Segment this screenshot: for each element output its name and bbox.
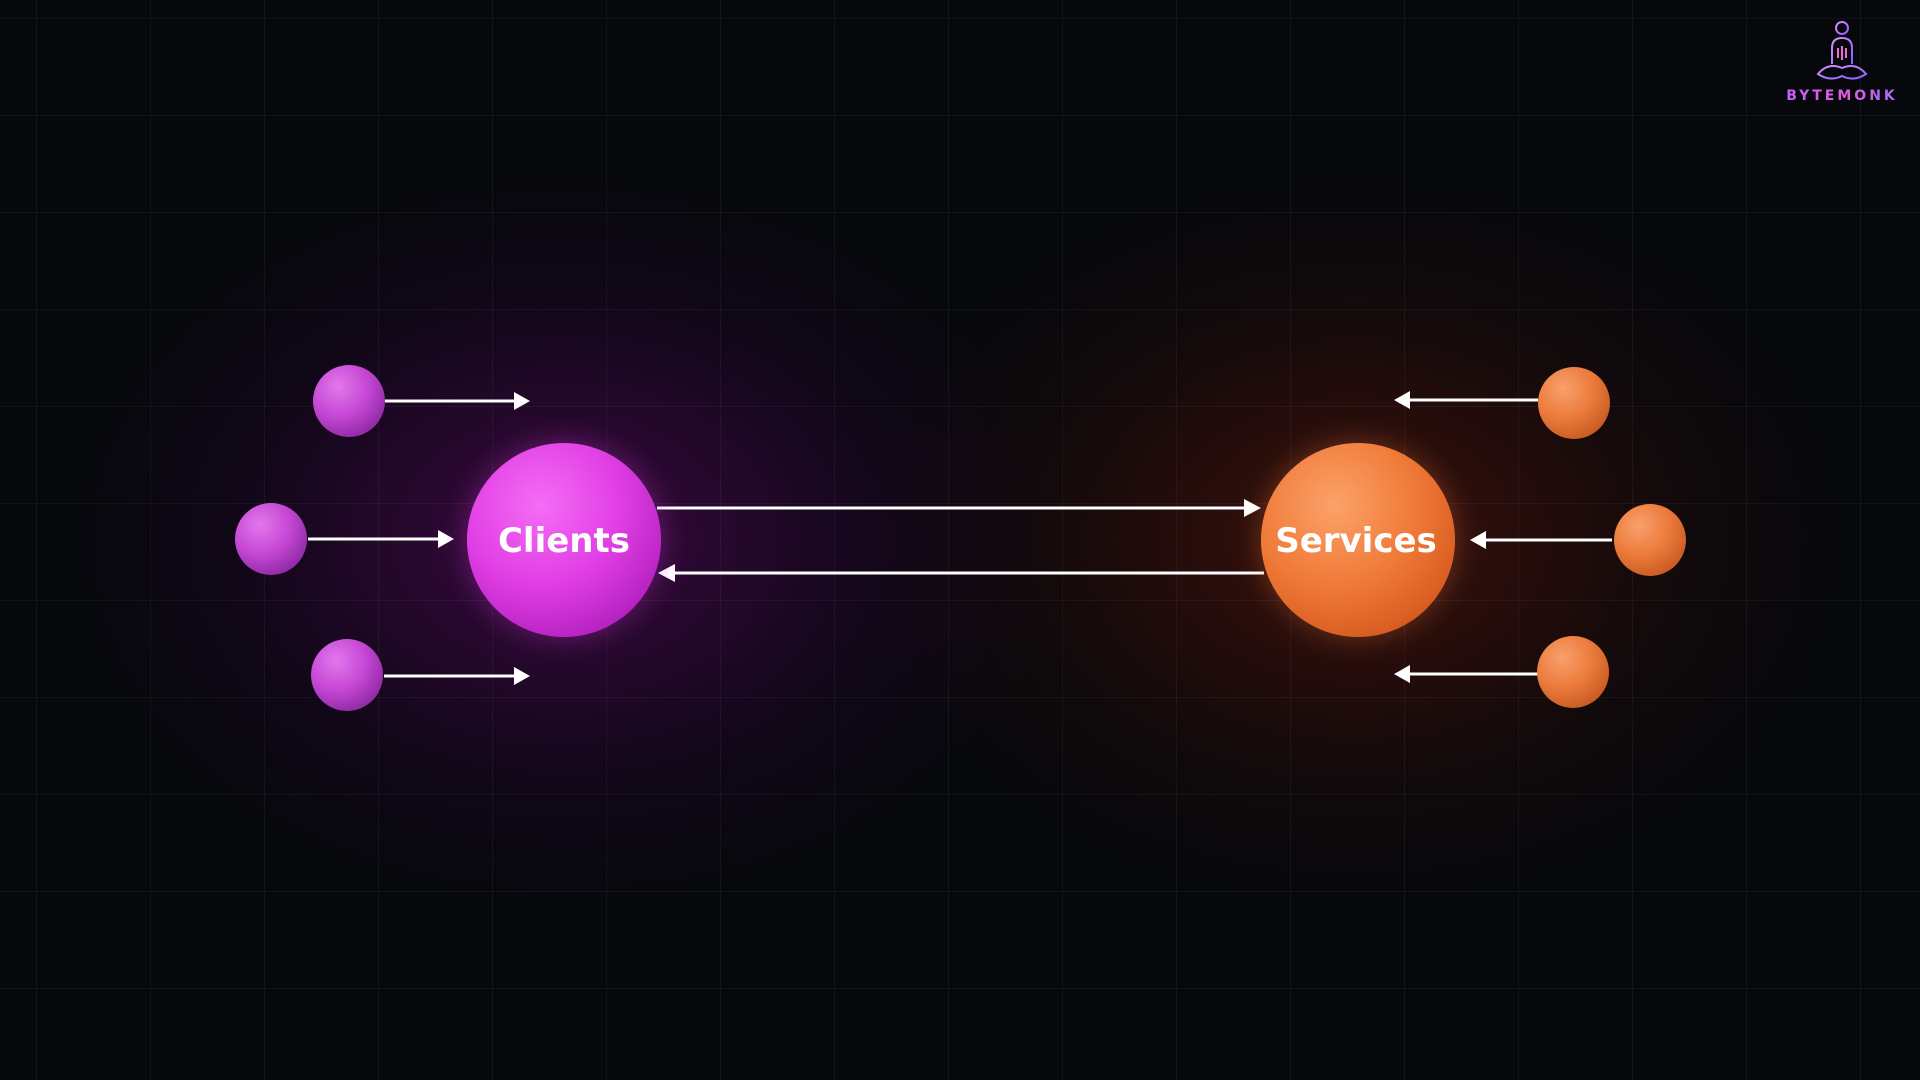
services-label: Services [1275,521,1437,561]
client-feeder-arrow-bottom [384,667,530,685]
clients-label: Clients [498,521,630,561]
request-arrow [657,499,1261,517]
service-node-top [1538,367,1610,439]
client-node-middle [235,503,307,575]
client-node-bottom [311,639,383,711]
clients-node: Clients [467,443,661,637]
service-node-bottom [1537,636,1609,708]
service-feeder-arrow-top [1394,391,1538,409]
service-feeder-arrow-bottom [1394,665,1538,683]
bytemonk-logo: BYTEMONK [1780,18,1904,110]
service-feeder-arrow-middle [1470,531,1612,549]
logo-text: BYTEMONK [1780,88,1904,104]
client-feeder-arrow-middle [308,530,454,548]
client-node-top [313,365,385,437]
client-feeder-arrow-top [384,392,530,410]
service-node-middle [1614,504,1686,576]
response-arrow [658,564,1264,582]
meditating-monk-icon [1816,21,1868,81]
services-node: Services [1261,443,1455,637]
